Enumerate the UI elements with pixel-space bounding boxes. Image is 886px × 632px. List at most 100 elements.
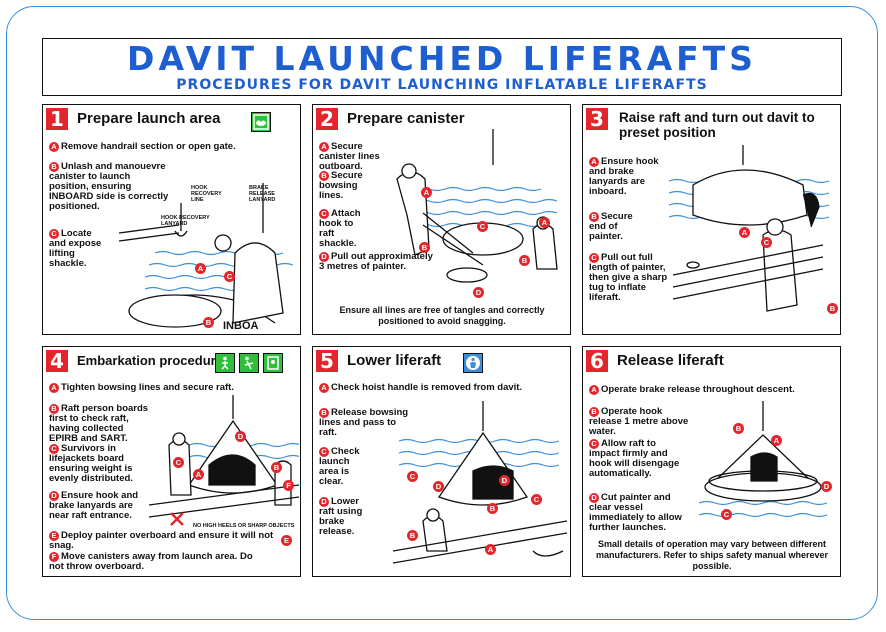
wear-lifejacket-icon: [463, 353, 483, 373]
panel-note: Ensure all lines are free of tangles and…: [339, 305, 545, 326]
step-text: Secure end of painter.: [589, 211, 633, 242]
poster-border: [6, 6, 878, 620]
step-text: Move canisters away from launch area. Do…: [49, 551, 253, 572]
step-letter-e: E: [49, 531, 59, 541]
marker-a: A: [421, 187, 432, 198]
step-text: Operate brake release throughout descent…: [601, 384, 795, 395]
panel-title: Lower liferaft: [347, 352, 442, 369]
step-text: Lower raft using brake release.: [319, 496, 363, 537]
embarkation-ladder-icon: [215, 353, 235, 373]
marker-b: B: [271, 462, 282, 473]
step-text: Ensure hook and brake lanyards are near …: [49, 490, 139, 521]
step-text: Cut painter and clear vessel immediately…: [589, 492, 682, 533]
marker-a: A: [485, 544, 496, 555]
marker-b: B: [419, 242, 430, 253]
step-text: Locate and expose lifting shackle.: [49, 228, 102, 269]
marker-a: A: [195, 263, 206, 274]
marker-b-right: B: [487, 503, 498, 514]
step-text: Check hoist handle is removed from davit…: [331, 382, 523, 393]
marker-b: B: [827, 303, 838, 314]
poster-header: DAVIT LAUNCHED LIFERAFTS PROCEDURES FOR …: [42, 38, 842, 96]
embarkation-chute-icon: [239, 353, 259, 373]
label-brake-release-lanyard: BRAKE RELEASE LANYARD: [249, 185, 276, 203]
marker-d: D: [235, 431, 246, 442]
step-letter-b: B: [49, 162, 59, 172]
panel-number: 6: [586, 350, 608, 372]
marker-a: A: [771, 435, 782, 446]
step-letter-a: A: [589, 385, 599, 395]
step-letter-a: A: [49, 383, 59, 393]
canister-label: INBOA: [223, 320, 259, 332]
marker-c: C: [721, 509, 732, 520]
step-text: Pull out full length of painter, then gi…: [589, 252, 668, 303]
label-hook-recovery-lanyard: HOOK RECOVERY LANYARD: [161, 215, 210, 227]
step-letter-b: B: [49, 404, 59, 414]
panel-number: 3: [586, 108, 608, 130]
marker-d: D: [433, 481, 444, 492]
marker-b-right: B: [519, 255, 530, 266]
step-letter-a: A: [319, 142, 329, 152]
page-subtitle: PROCEDURES FOR DAVIT LAUNCHING INFLATABL…: [176, 77, 708, 93]
step-text: Pull out approximately 3 metres of paint…: [319, 251, 433, 272]
panel-title: Prepare launch area: [77, 110, 221, 127]
marker-c: C: [477, 221, 488, 232]
step-text: Unlash and manouevre canister to launch …: [49, 161, 169, 212]
step-text: Deploy painter overboard and ensure it w…: [49, 530, 274, 551]
canister-illustration: [396, 129, 558, 283]
step-text: Attach hook to raft shackle.: [319, 208, 361, 249]
marker-d-right: D: [499, 475, 510, 486]
marker-b: B: [407, 530, 418, 541]
release-liferaft-illustration: [698, 401, 828, 518]
warning-no-heels: NO HIGH HEELS OR SHARP OBJECTS: [193, 523, 295, 529]
liferaft-boarding-icon: [263, 353, 283, 373]
raise-raft-illustration: [668, 145, 830, 312]
lower-liferaft-illustration: [393, 401, 567, 564]
panel-title: Raise raft and turn out davit to preset …: [619, 110, 815, 140]
step-letter-a: A: [589, 157, 599, 167]
step-letter-c: C: [589, 253, 599, 263]
step-letter-c: C: [589, 439, 599, 449]
step-text: Allow raft to impact firmly and hook wil…: [589, 438, 680, 479]
step-text: Release bowsing lines and pass to raft.: [319, 407, 409, 438]
panel-number: 1: [46, 108, 68, 130]
step-letter-c: C: [319, 447, 329, 457]
step-letter-a: A: [49, 142, 59, 152]
panel-number: 5: [316, 350, 338, 372]
step-text: Check launch area is clear.: [319, 446, 360, 487]
marker-c-right: C: [531, 494, 542, 505]
step-letter-b: B: [319, 408, 329, 418]
page-title: DAVIT LAUNCHED LIFERAFTS: [127, 39, 757, 78]
launch-area-illustration: INBOA: [118, 183, 294, 332]
step-letter-d: D: [319, 252, 329, 262]
marker-c: C: [761, 237, 772, 248]
embarkation-illustration: [149, 395, 299, 526]
marker-c: C: [224, 271, 235, 282]
marker-a-right: A: [539, 217, 550, 228]
panel-note: Small details of operation may vary betw…: [595, 539, 829, 571]
step-letter-d: D: [319, 497, 329, 507]
marker-f: F: [283, 480, 294, 491]
step-text: Secure bowsing lines.: [319, 170, 363, 201]
marker-b: B: [733, 423, 744, 434]
step-text: Operate hook release 1 metre above water…: [589, 406, 689, 437]
step-letter-a: A: [319, 383, 329, 393]
